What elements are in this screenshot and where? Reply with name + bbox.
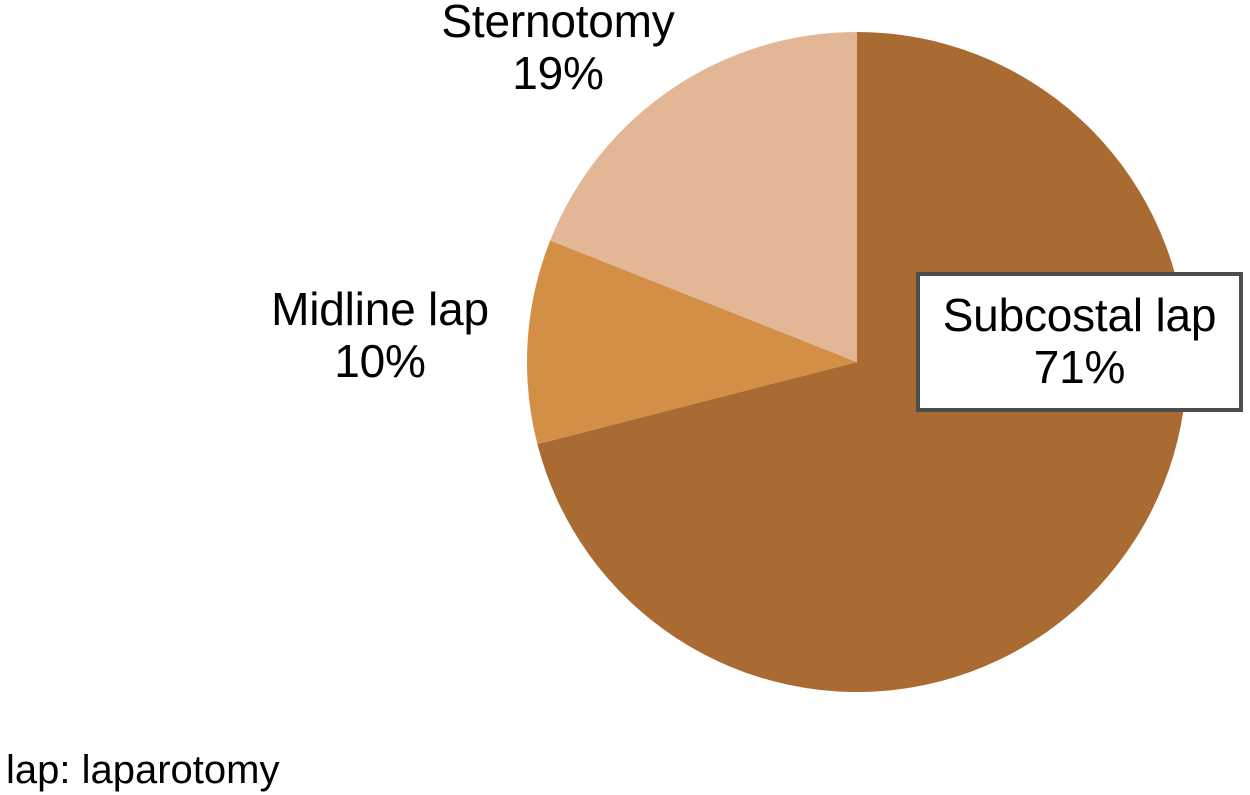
pie-label-subcostal-lap-name: Subcostal lap: [942, 289, 1217, 342]
pie-label-sternotomy-name: Sternotomy: [441, 0, 675, 47]
pie-label-sternotomy: Sternotomy 19%: [413, 0, 703, 99]
pie-label-midline-lap-value: 10%: [334, 334, 426, 387]
pie-label-midline-lap-name: Midline lap: [271, 283, 489, 335]
pie-slice-sternotomy: [550, 32, 857, 362]
pie-slice-subcostal-lap: [537, 32, 1188, 693]
figure-footnote: lap: laparotomy: [6, 748, 280, 792]
pie-label-midline-lap: Midline lap 10%: [235, 283, 525, 387]
pie-label-sternotomy-value: 19%: [512, 46, 604, 99]
pie-slice-midline-lap: [526, 240, 857, 445]
pie-label-subcostal-lap-box: Subcostal lap 71%: [916, 272, 1243, 412]
pie-label-subcostal-lap-value: 71%: [1033, 341, 1126, 393]
